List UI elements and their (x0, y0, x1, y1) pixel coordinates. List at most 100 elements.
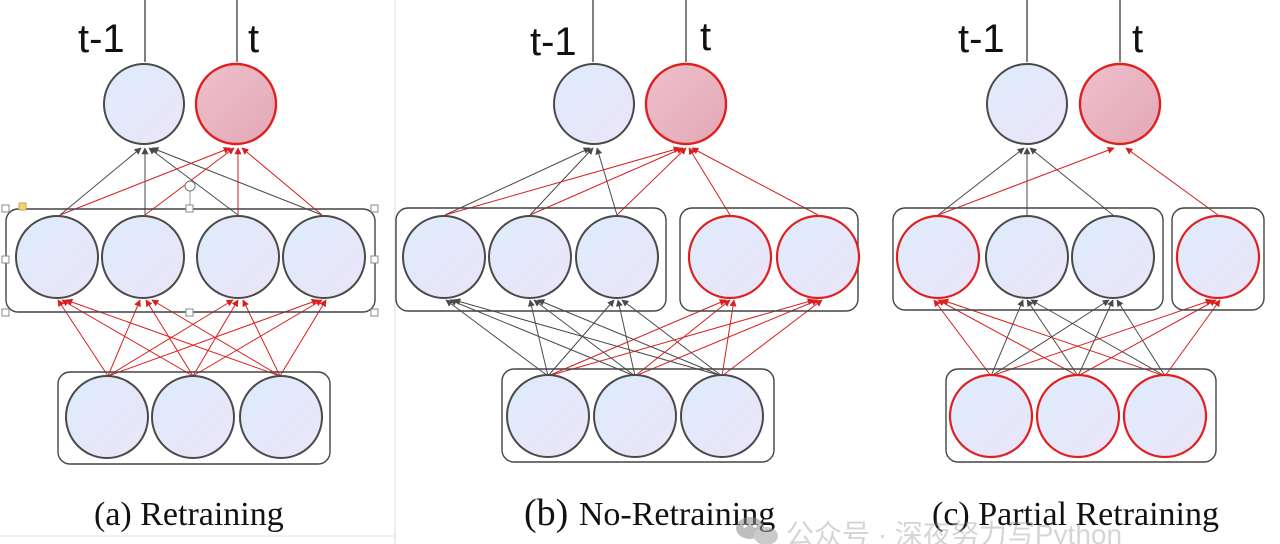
edge-new (990, 298, 1213, 377)
watermark: 公众号 · 深夜努力写Python (736, 517, 1122, 544)
resize-handle[interactable] (185, 204, 194, 213)
edge-old (1077, 299, 1114, 377)
edge-old (151, 147, 323, 216)
selection-handles[interactable] (1, 180, 379, 317)
edge-old (533, 299, 636, 377)
edge-old (615, 299, 636, 377)
panel-caption: (c) Partial Retraining (932, 496, 1219, 533)
edge-old (1029, 147, 1114, 216)
wechat-icon (736, 517, 778, 544)
hidden-layer-frame-new (1171, 207, 1265, 311)
edge-old (547, 299, 615, 377)
rotate-handle[interactable] (184, 180, 196, 192)
panel-b-edges (444, 0, 823, 377)
input-node (680, 374, 764, 458)
edge-new (444, 146, 681, 216)
resize-handle[interactable] (370, 204, 379, 213)
edge-old (1116, 299, 1166, 377)
edge-new (933, 299, 992, 377)
edge-new (937, 146, 1115, 216)
resize-handle[interactable] (18, 202, 27, 211)
edge-old (528, 299, 549, 377)
output-node-old (553, 63, 635, 145)
watermark-text: 公众号 · 深夜努力写Python (786, 519, 1122, 544)
edge-new (1125, 147, 1219, 216)
panel-c-edges (933, 0, 1221, 377)
input-node-new (948, 373, 1034, 459)
edge-new (937, 299, 1079, 377)
edge-new (634, 299, 731, 377)
edge-new (529, 147, 684, 216)
input-node (65, 375, 149, 459)
edge-new (688, 147, 731, 216)
hidden-node (1071, 215, 1155, 299)
output-node-old (986, 63, 1068, 145)
input-layer-frame (501, 368, 775, 463)
hidden-node-new (1175, 214, 1261, 300)
hidden-node (15, 215, 99, 299)
resize-handle[interactable] (1, 308, 10, 317)
edge-new (241, 147, 323, 216)
edge-new (691, 147, 819, 216)
output-label-new: t (248, 17, 259, 61)
output-label-old: t-1 (530, 20, 577, 64)
hidden-layer-frame-old (395, 207, 667, 312)
resize-handle[interactable] (370, 308, 379, 317)
edge-new (721, 299, 737, 377)
edge-old (148, 147, 239, 216)
output-label-old: t-1 (958, 17, 1005, 61)
edge-new (616, 147, 687, 216)
edge-old (444, 147, 591, 216)
edge-old (937, 147, 1025, 216)
edge-new (1077, 299, 1217, 377)
output-label-new: t (1132, 17, 1143, 61)
output-node-new (644, 62, 728, 146)
edge-new (634, 299, 819, 377)
hidden-node (575, 215, 659, 299)
edge-old (1030, 299, 1166, 377)
edge-new (547, 298, 815, 377)
hidden-node (985, 215, 1069, 299)
input-node-new (1035, 373, 1121, 459)
hidden-node-new (687, 214, 773, 300)
output-label-new: t (700, 15, 711, 59)
output-node-new (194, 62, 278, 146)
input-node (239, 375, 323, 459)
edge-old (449, 299, 636, 377)
panel-caption-letter: (b) (524, 492, 568, 534)
hidden-node (488, 215, 572, 299)
edge-old (445, 299, 549, 377)
hidden-node (101, 215, 185, 299)
hidden-node (402, 215, 486, 299)
edge-old (990, 299, 1110, 377)
edge-new (547, 299, 727, 377)
output-node-old (103, 63, 185, 145)
hidden-node-new (775, 214, 861, 300)
edge-old (537, 299, 723, 377)
edge-new (1164, 299, 1221, 377)
resize-handle[interactable] (1, 255, 10, 264)
edge-new (59, 147, 231, 216)
panel-b: t-1 t (b) No-Retraining (395, 0, 861, 534)
resize-handle[interactable] (185, 308, 194, 317)
input-node-new (1122, 373, 1208, 459)
input-node (506, 374, 590, 458)
input-layer-frame (945, 368, 1217, 463)
panel-a: t-1 t (a) Retraining (1, 0, 379, 533)
edge-old (59, 147, 142, 216)
output-label-old: t-1 (78, 17, 125, 61)
edge-old (453, 298, 723, 377)
input-layer-frame (57, 371, 331, 465)
output-node-new (1078, 62, 1162, 146)
edge-new (941, 298, 1166, 377)
hidden-node (282, 215, 366, 299)
panel-caption: (a) Retraining (94, 496, 284, 533)
edge-old (621, 299, 723, 377)
hidden-layer-frame-old (892, 207, 1164, 311)
resize-handle[interactable] (1, 204, 10, 213)
hidden-node (196, 215, 280, 299)
edge-new (721, 299, 823, 377)
resize-handle[interactable] (370, 255, 379, 264)
input-node (151, 375, 235, 459)
